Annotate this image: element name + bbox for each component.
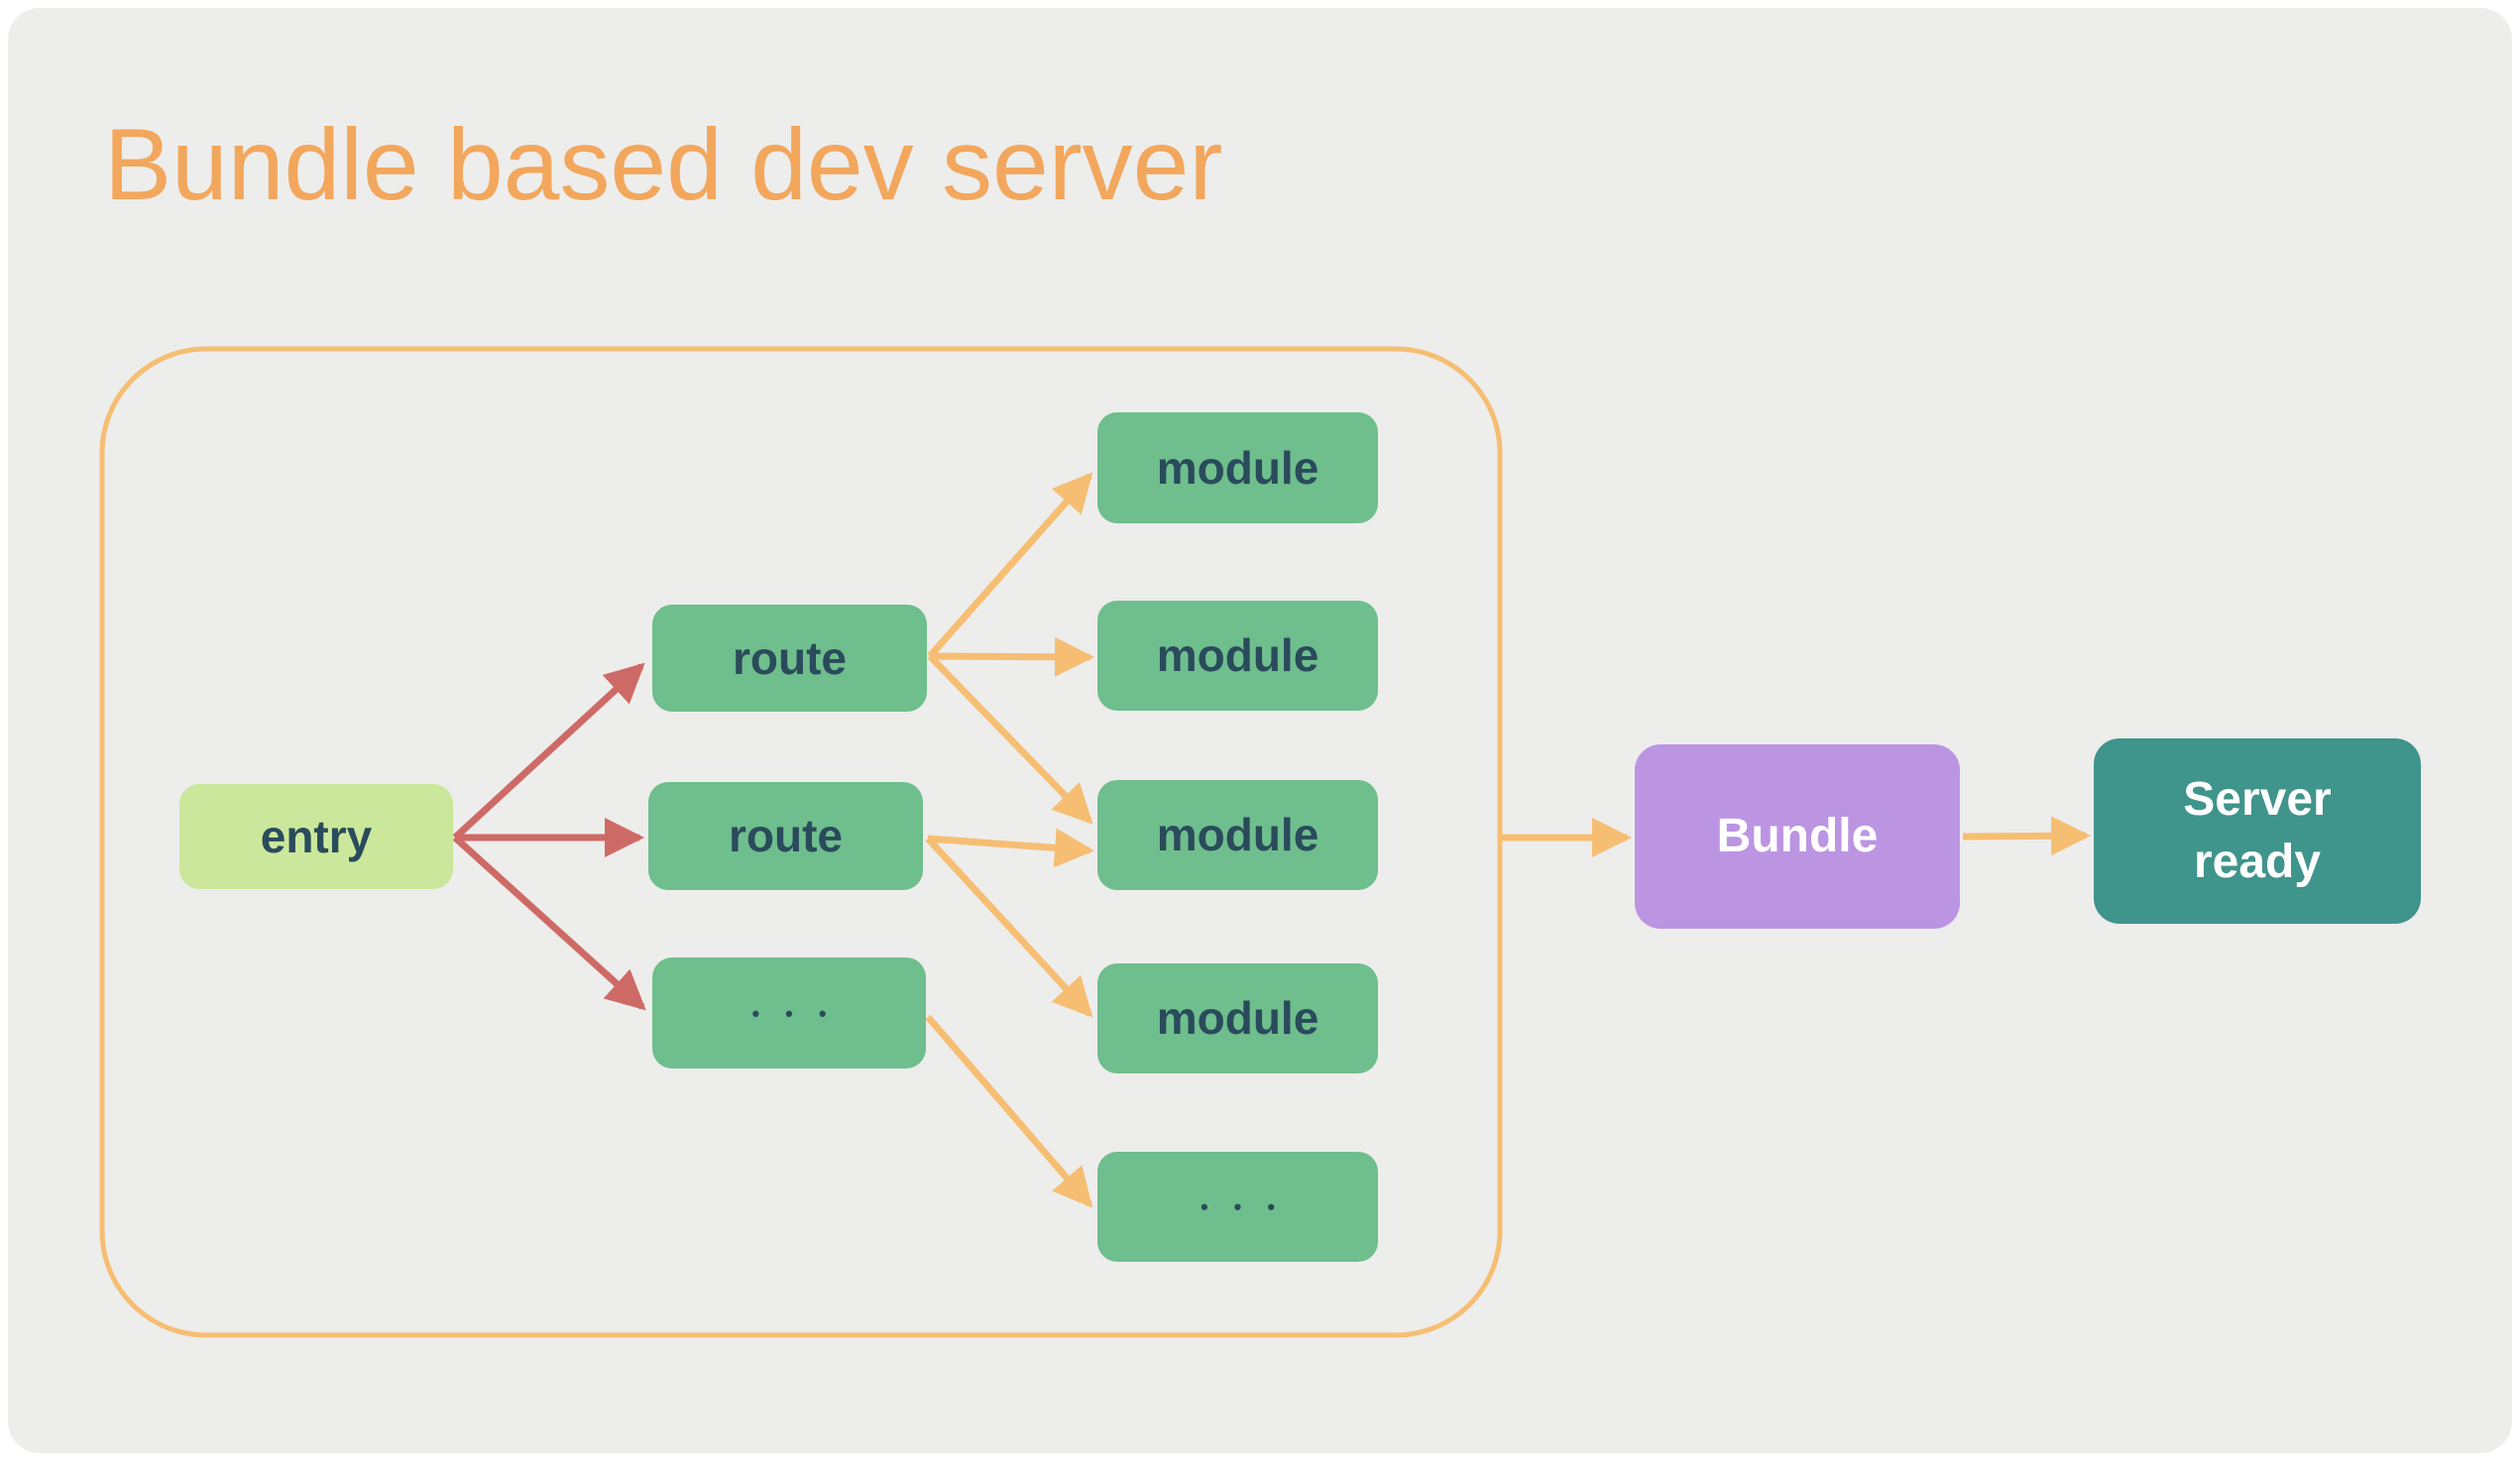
entry-node: entry: [179, 784, 453, 889]
module-node-1: module: [1097, 412, 1378, 523]
module-label: module: [1156, 992, 1319, 1045]
route-node-1: route: [652, 605, 927, 712]
route-label: route: [733, 631, 847, 684]
arrow-route2-to-module-4: [925, 836, 1093, 1018]
bundle-node: Bundle: [1635, 744, 1960, 929]
arrow-entry-to-ellipsis: [452, 835, 646, 1011]
arrow-route2-to-module-3: [927, 828, 1094, 868]
route-node-2: route: [648, 782, 923, 890]
arrow-bundle-to-server: [1962, 816, 2091, 856]
dev-server-boundary: [99, 346, 1503, 1338]
arrow-entry-to-route-1: [452, 662, 645, 841]
server-ready-line2: ready: [2193, 835, 2322, 888]
module-node-3: module: [1097, 780, 1378, 890]
diagram-title: Bundle based dev server: [104, 108, 1223, 221]
module-node-4: module: [1097, 963, 1378, 1073]
server-ready-line1: Server: [2183, 772, 2332, 826]
bundle-label: Bundle: [1716, 809, 1879, 862]
arrow-route1-to-module-3: [927, 653, 1093, 825]
entry-label: entry: [260, 810, 373, 862]
module-label: module: [1156, 809, 1319, 861]
ellipsis-node-routes: •••: [652, 957, 926, 1068]
ellipsis-label: •••: [751, 1000, 853, 1026]
arrow-route1-to-module-2: [929, 636, 1094, 677]
server-ready-label: Server ready: [2183, 772, 2332, 889]
route-label: route: [729, 810, 843, 862]
ellipsis-label: •••: [1200, 1194, 1302, 1220]
module-node-2: module: [1097, 601, 1378, 711]
ellipsis-node-modules: •••: [1097, 1152, 1378, 1262]
arrow-ellipsis-to-ellipsis: [925, 1014, 1093, 1208]
server-ready-node: Server ready: [2094, 738, 2421, 924]
arrow-route1-to-module-1: [927, 472, 1093, 659]
module-label: module: [1156, 441, 1319, 494]
module-label: module: [1156, 629, 1319, 682]
